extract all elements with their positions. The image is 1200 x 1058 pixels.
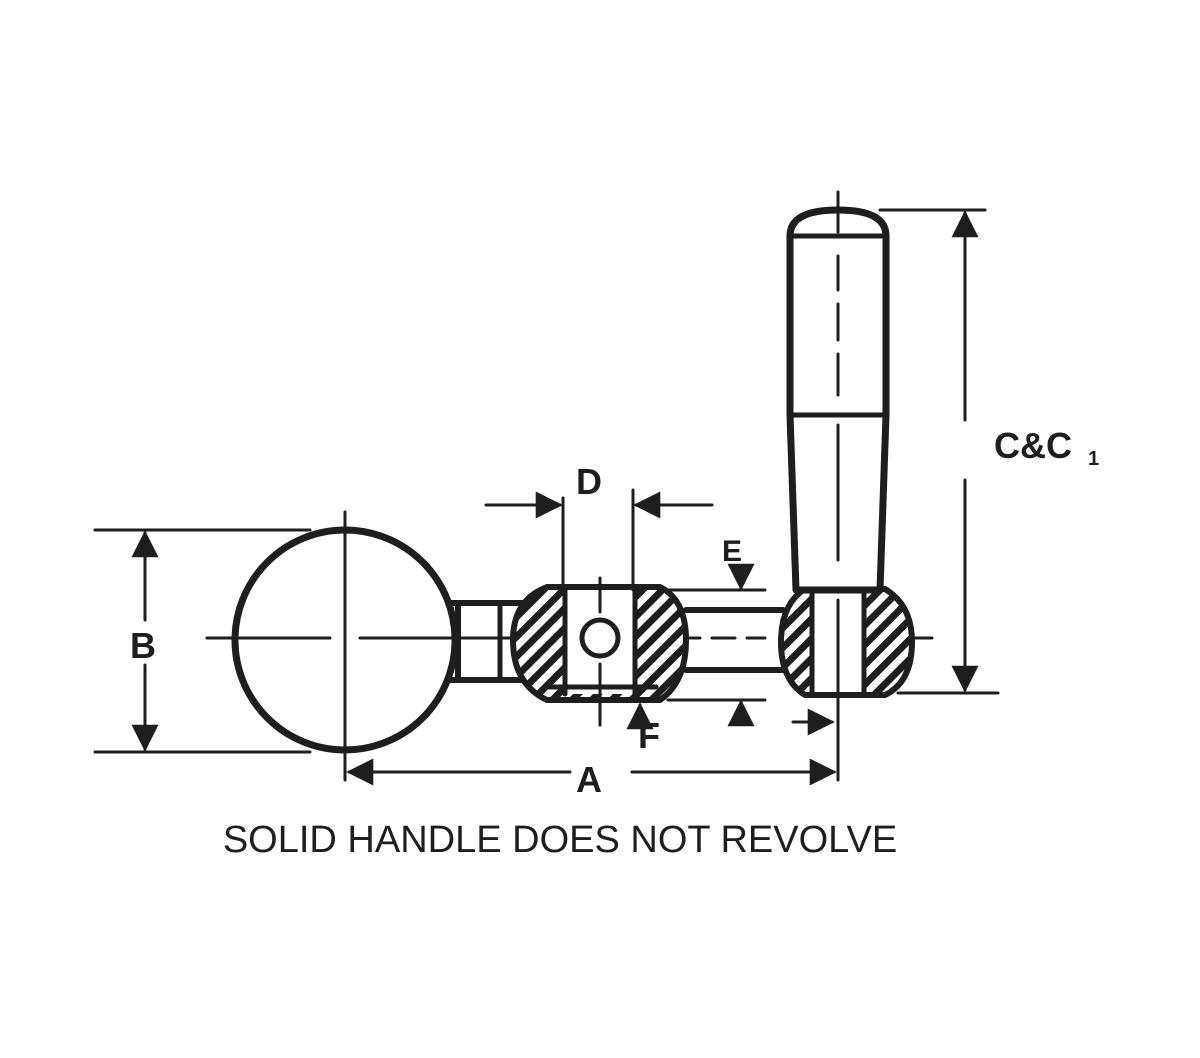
diagram-caption: SOLID HANDLE DOES NOT REVOLVE	[223, 819, 897, 861]
handle-arm	[683, 607, 786, 673]
label-c-subscript: 1	[1088, 448, 1099, 470]
dimension-b	[93, 528, 312, 754]
center-lines	[205, 190, 934, 782]
label-c: C&C	[994, 425, 1072, 466]
dimension-e	[666, 563, 767, 727]
label-a: A	[576, 759, 602, 800]
label-d: D	[576, 461, 602, 502]
dimension-f	[626, 702, 835, 736]
label-b: B	[130, 625, 156, 666]
dimension-d	[484, 488, 714, 592]
bore-hole	[579, 617, 621, 659]
label-e: E	[722, 535, 742, 568]
label-f: F	[638, 715, 660, 756]
grip-handle	[786, 206, 890, 594]
handle-base	[778, 586, 915, 698]
center-hub	[510, 584, 689, 703]
dimension-c	[878, 208, 1000, 695]
